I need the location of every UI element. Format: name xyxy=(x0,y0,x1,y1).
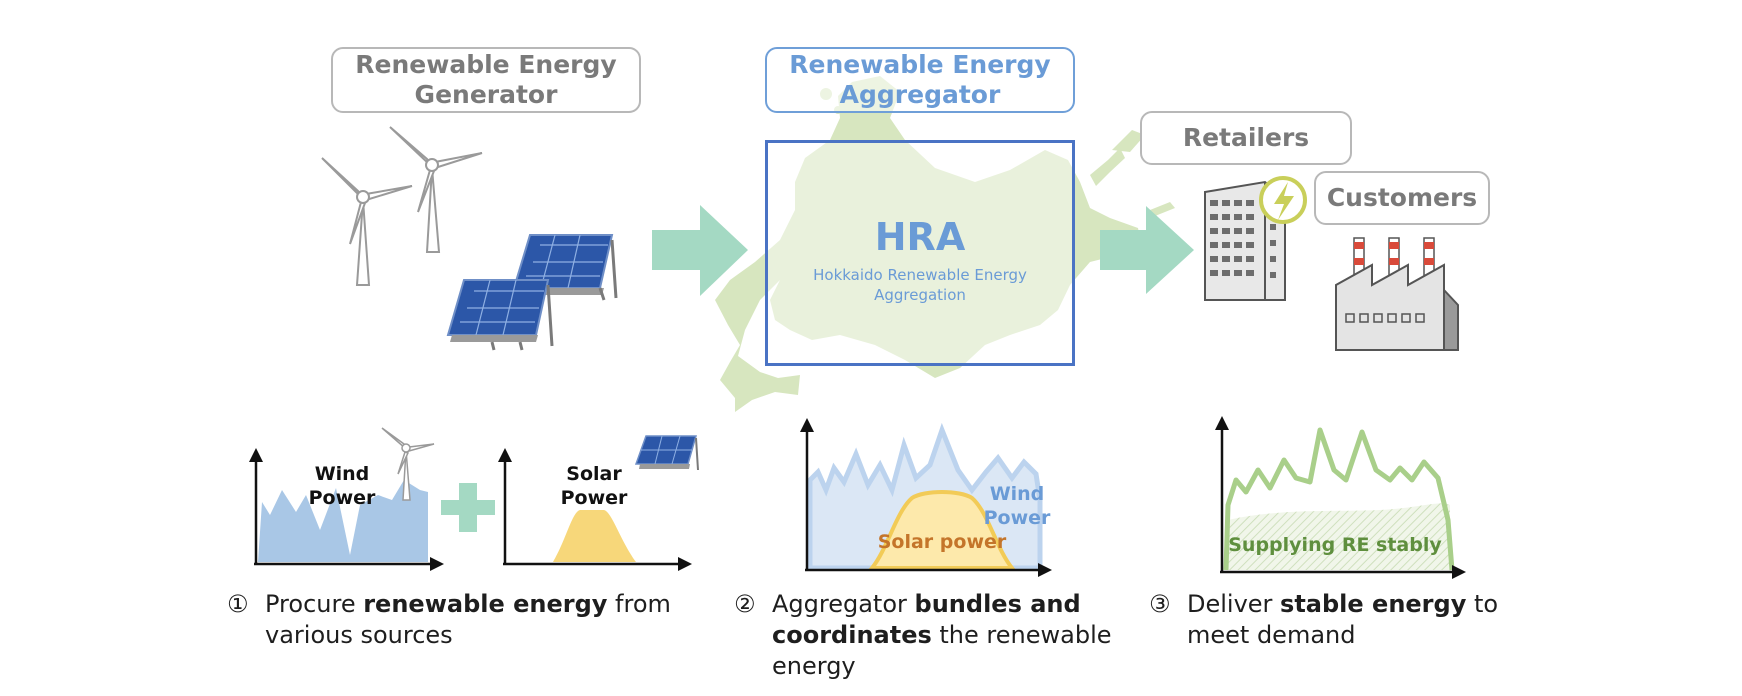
hra-frame: HRA Hokkaido Renewable Energy Aggregatio… xyxy=(765,140,1075,366)
stable-hatched-area xyxy=(1228,503,1450,570)
lightning-icon xyxy=(1259,176,1307,224)
aggregator-box-line1: Renewable Energy xyxy=(789,50,1051,79)
combined-wind-label: Wind Power xyxy=(976,482,1058,530)
plus-icon xyxy=(441,483,495,532)
hra-full-line1: Hokkaido Renewable Energy xyxy=(813,266,1027,284)
solar-power-label: Solar Power xyxy=(554,462,634,510)
step-3-number: ③ xyxy=(1149,590,1171,618)
wind-power-label: Wind Power xyxy=(302,462,382,510)
stable-supply-label-text: Supplying RE stably xyxy=(1228,534,1442,556)
step-2-pre: Aggregator xyxy=(772,590,915,618)
solar-power-label-line1: Solar xyxy=(566,463,622,485)
generator-box-line1: Renewable Energy xyxy=(355,50,617,79)
step-3-line2: meet demand xyxy=(1187,621,1356,649)
wind-power-area xyxy=(258,480,428,562)
step-3-post: to xyxy=(1466,590,1499,618)
generator-box-line2: Generator xyxy=(414,80,558,109)
wind-power-label-line2: Power xyxy=(308,487,376,509)
flow-arrow-1 xyxy=(652,205,748,296)
solar-panel-icon xyxy=(446,234,618,351)
customers-box: Customers xyxy=(1314,171,1490,225)
combined-power-chart xyxy=(800,418,1052,577)
small-solar-panel-icon xyxy=(634,435,699,471)
step-2-bold2: coordinates xyxy=(772,621,932,649)
generator-box: Renewable Energy Generator xyxy=(331,47,641,113)
stable-supply-chart xyxy=(1215,416,1466,579)
combined-solar-label-text: Solar power xyxy=(877,531,1007,553)
step-3-pre: Deliver xyxy=(1187,590,1281,618)
step-2-post: the renewable xyxy=(931,621,1112,649)
retailers-box: Retailers xyxy=(1140,111,1352,165)
wind-turbine-icon xyxy=(321,126,483,286)
step-3: ③ Deliver stable energy to meet demand xyxy=(1149,589,1549,651)
step-2-line3: energy xyxy=(772,652,856,680)
hra-abbreviation: HRA xyxy=(874,215,966,259)
step-1-number: ① xyxy=(227,590,249,618)
hokkaido-map xyxy=(715,76,1142,412)
aggregator-box: Renewable Energy Aggregator xyxy=(765,47,1075,113)
stable-supply-line xyxy=(1223,427,1455,571)
small-wind-turbine-icon xyxy=(381,427,435,501)
step-1: ① Procure renewable energy from various … xyxy=(227,589,707,651)
flow-arrow-2 xyxy=(1100,206,1194,294)
factory-icon xyxy=(1335,237,1459,351)
wind-power-chart xyxy=(249,448,444,571)
combined-solar-area xyxy=(867,490,1017,570)
step-1-line2: various sources xyxy=(265,621,453,649)
customers-label: Customers xyxy=(1326,183,1478,212)
step-1-post: from xyxy=(607,590,671,618)
combined-wind-label-line1: Wind xyxy=(989,483,1045,505)
solar-power-area xyxy=(553,510,636,562)
step-1-bold: renewable energy xyxy=(363,590,608,618)
combined-solar-label: Solar power xyxy=(862,530,1022,554)
hra-full-name: Hokkaido Renewable Energy Aggregation xyxy=(768,265,1072,305)
aggregator-box-line2: Aggregator xyxy=(839,80,1001,109)
retailers-label: Retailers xyxy=(1182,123,1310,152)
step-1-pre: Procure xyxy=(265,590,364,618)
hra-full-line2: Aggregation xyxy=(874,286,966,304)
stable-supply-label: Supplying RE stably xyxy=(1222,533,1448,557)
step-2-number: ② xyxy=(734,590,756,618)
step-2: ② Aggregator bundles and coordinates the… xyxy=(734,589,1154,682)
step-2-bold: bundles and xyxy=(914,590,1081,618)
wind-power-label-line1: Wind xyxy=(314,463,370,485)
step-3-bold: stable energy xyxy=(1280,590,1467,618)
solar-power-label-line2: Power xyxy=(560,487,628,509)
solar-power-chart xyxy=(498,448,692,571)
combined-wind-label-line2: Power xyxy=(983,507,1051,529)
